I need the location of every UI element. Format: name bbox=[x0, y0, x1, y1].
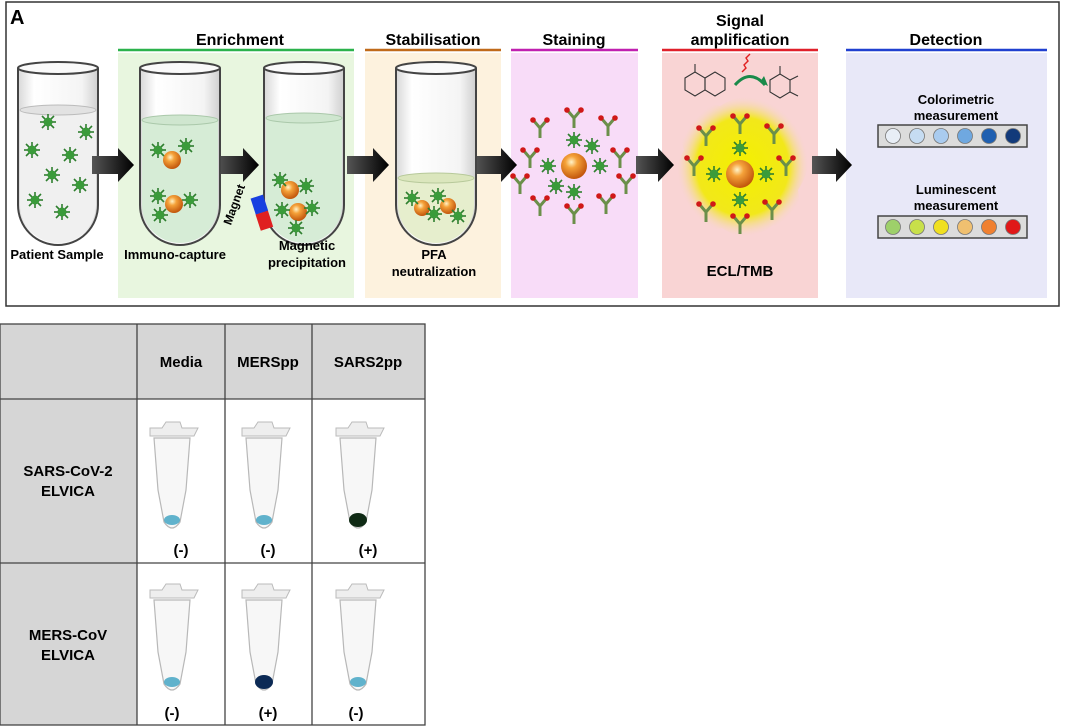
luminescent-well-3 bbox=[933, 219, 949, 235]
luminescent-well-2 bbox=[909, 219, 925, 235]
ecl-tmb-caption: ECL/TMB bbox=[707, 263, 774, 280]
colorimetric-well-6 bbox=[1005, 128, 1021, 144]
result-sars-media: (-) bbox=[174, 542, 189, 559]
colorimetric-well-5 bbox=[981, 128, 997, 144]
colorimetric-caption-line1: Colorimetric bbox=[918, 92, 995, 107]
signal-title-line1: Signal bbox=[716, 13, 764, 30]
enrichment-title: Enrichment bbox=[196, 32, 285, 49]
result-sars-merspp: (-) bbox=[261, 542, 276, 559]
detection-title: Detection bbox=[910, 32, 983, 49]
tube-photo bbox=[149, 421, 199, 529]
panel-b: B Media MERSpp SARS2pp SARS-CoV-2 bbox=[0, 323, 426, 726]
magnetic-caption-line1: Magnetic bbox=[279, 238, 335, 253]
tube-photo bbox=[149, 583, 199, 691]
luminescent-well-1 bbox=[885, 219, 901, 235]
tube-photo bbox=[335, 583, 385, 691]
flow-arrows bbox=[92, 148, 852, 182]
tube-photo bbox=[335, 421, 385, 529]
panel-a-label: A bbox=[10, 7, 24, 29]
row-header-sars-line1: SARS-CoV-2 bbox=[23, 463, 112, 480]
luminescent-caption-line1: Luminescent bbox=[916, 182, 997, 197]
luminescent-well-4 bbox=[957, 219, 973, 235]
luminol-reaction-scheme bbox=[684, 53, 799, 99]
arrow-2 bbox=[217, 148, 259, 182]
patient-sample-caption: Patient Sample bbox=[10, 247, 103, 262]
detection-bg bbox=[846, 53, 1047, 298]
arrow-3 bbox=[347, 148, 389, 182]
table-header-bg bbox=[0, 324, 425, 399]
luminescent-well-5 bbox=[981, 219, 997, 235]
magnet-icon bbox=[250, 194, 274, 231]
pfa-tube bbox=[395, 61, 477, 246]
luminescent-well-6 bbox=[1005, 219, 1021, 235]
result-mers-sars2pp: (-) bbox=[349, 705, 364, 722]
immuno-capture-caption: Immuno-capture bbox=[124, 247, 226, 262]
arrow-4 bbox=[475, 148, 517, 182]
column-header-merspp: MERSpp bbox=[237, 354, 299, 371]
luminescent-wells bbox=[885, 219, 1021, 235]
staining-title: Staining bbox=[542, 32, 605, 49]
tube-photos bbox=[149, 421, 385, 691]
table-rowheader-bg bbox=[0, 399, 137, 725]
arrow-5 bbox=[636, 148, 674, 182]
result-mers-media: (-) bbox=[165, 705, 180, 722]
result-mers-merspp: (+) bbox=[259, 705, 278, 722]
signal-amplification-graphic bbox=[676, 96, 809, 237]
colorimetric-caption-line2: measurement bbox=[914, 108, 999, 123]
colorimetric-well-1 bbox=[885, 128, 901, 144]
pfa-caption-line2: neutralization bbox=[392, 264, 477, 279]
colorimetric-wells bbox=[885, 128, 1021, 144]
arrow-6 bbox=[812, 148, 852, 182]
column-header-media: Media bbox=[160, 354, 203, 371]
table-grid bbox=[0, 323, 426, 726]
patient-sample-tube bbox=[17, 61, 99, 246]
column-header-sars2pp: SARS2pp bbox=[334, 354, 402, 371]
immuno-capture-tube bbox=[139, 61, 221, 246]
arrow-1 bbox=[92, 148, 134, 182]
tube-photo bbox=[241, 583, 291, 691]
stabilisation-title: Stabilisation bbox=[385, 32, 480, 49]
panel-a: A Enrichment Stabilisation Staining Sign… bbox=[5, 1, 1060, 307]
signal-title-line2: amplification bbox=[691, 32, 790, 49]
colorimetric-well-4 bbox=[957, 128, 973, 144]
results-table: Media MERSpp SARS2pp SARS-CoV-2 ELVICA M… bbox=[0, 323, 426, 726]
colorimetric-well-2 bbox=[909, 128, 925, 144]
luminescent-caption-line2: measurement bbox=[914, 198, 999, 213]
pfa-caption-line1: PFA bbox=[421, 247, 447, 262]
row-header-mers-line2: ELVICA bbox=[41, 647, 95, 664]
colorimetric-well-3 bbox=[933, 128, 949, 144]
magnetic-caption-line2: precipitation bbox=[268, 255, 346, 270]
row-header-mers-line1: MERS-CoV bbox=[29, 627, 107, 644]
row-header-sars-line2: ELVICA bbox=[41, 483, 95, 500]
staining-cluster bbox=[508, 105, 638, 226]
tube-photo bbox=[241, 421, 291, 529]
result-sars-sars2pp: (+) bbox=[359, 542, 378, 559]
magnetic-tube bbox=[263, 61, 345, 246]
